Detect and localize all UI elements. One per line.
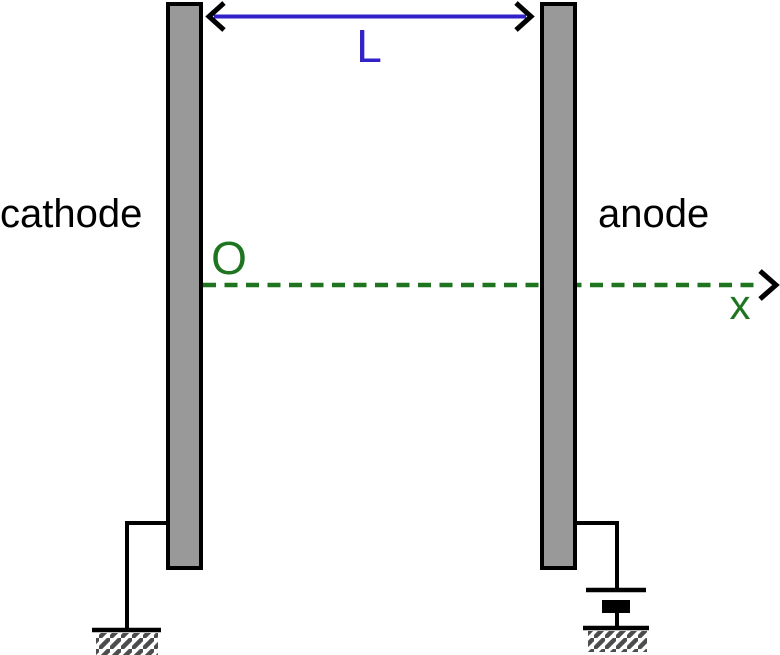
anode-plate [540,2,577,570]
anode-label: anode [598,192,709,236]
origin-label: O [211,232,247,284]
x-axis-arrowhead-icon [758,269,780,301]
gap-arrow-right-arrowhead-icon [514,1,535,32]
anode-battery-wire [577,521,619,590]
cathode-ground-symbol [92,521,167,655]
x-axis-label: x [730,281,751,328]
gap-arrow-left-arrowhead-icon [205,1,226,32]
battery-short-terminal [602,600,630,613]
gap-length-label: L [356,20,382,72]
cathode-ground-wire [125,521,167,630]
cathode-plate [166,2,203,570]
battery-symbol [577,521,646,628]
cathode-label: cathode [0,192,142,236]
cathode-ground-hatch [96,633,158,655]
anode-ground-hatch [588,631,647,652]
anode-ground-symbol [583,625,649,652]
